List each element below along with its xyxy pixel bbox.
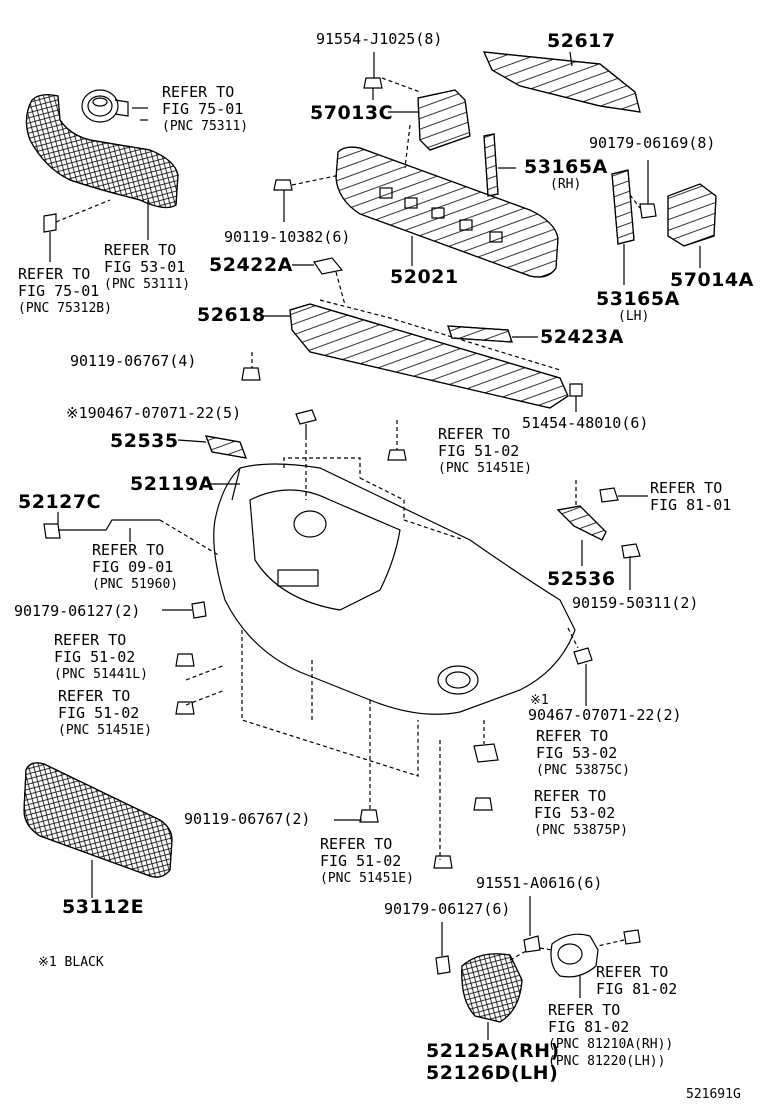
part-label: 90179-06127(2) bbox=[14, 602, 141, 620]
upper-grille-icon bbox=[25, 94, 179, 209]
clip-icon bbox=[43, 213, 57, 233]
bolt-icon bbox=[599, 487, 619, 503]
fog-lamp-icon bbox=[550, 933, 599, 978]
legend-note: ※1 BLACK bbox=[38, 955, 104, 970]
bolt-icon bbox=[433, 855, 453, 869]
bracket-52617-icon bbox=[483, 51, 641, 113]
figure-id: 521691G bbox=[686, 1087, 741, 1102]
retainer-52422a-icon bbox=[313, 257, 344, 275]
part-note: (LH) bbox=[618, 309, 650, 324]
bolt-icon bbox=[621, 543, 641, 559]
part-label: 53165A bbox=[596, 288, 680, 310]
part-label: 52119A bbox=[130, 473, 214, 495]
part-label: 90119-10382(6) bbox=[224, 228, 351, 246]
bolt-icon bbox=[523, 935, 541, 953]
bracket-52536-icon bbox=[556, 505, 607, 541]
part-label: 57014A bbox=[670, 269, 754, 291]
bolt-icon bbox=[175, 701, 195, 715]
part-label: 90119-06767(2) bbox=[184, 810, 311, 828]
cap-52127c-icon bbox=[43, 523, 61, 539]
part-label: 52423A bbox=[540, 326, 624, 348]
part-label: 91551-A0616(6) bbox=[476, 874, 603, 892]
part-label: 52535 bbox=[110, 430, 179, 452]
retainer-52423a-icon bbox=[447, 325, 513, 343]
nut-icon bbox=[435, 955, 451, 975]
part-label: 52125A(RH) bbox=[426, 1040, 560, 1062]
bracket-57014a-icon bbox=[667, 183, 717, 247]
absorber-52021-icon bbox=[335, 146, 559, 278]
part-label: 90119-06767(4) bbox=[70, 352, 197, 370]
part-label: 57013C bbox=[310, 102, 394, 124]
bolt-icon bbox=[241, 367, 261, 381]
part-label: 52617 bbox=[547, 30, 616, 52]
bolt-icon bbox=[359, 809, 379, 823]
black-mark: ※1 bbox=[530, 693, 549, 708]
part-label: 52127C bbox=[18, 491, 102, 513]
bolt-icon bbox=[273, 179, 293, 191]
part-label: 90467-07071-22(2) bbox=[528, 706, 682, 724]
part-label: 52021 bbox=[390, 266, 459, 288]
part-label: 90179-06127(6) bbox=[384, 900, 511, 918]
part-label: 53112E bbox=[62, 896, 145, 918]
toyota-emblem-icon bbox=[81, 89, 129, 123]
part-label: 52618 bbox=[197, 304, 266, 326]
bolt-icon bbox=[473, 797, 493, 811]
strip-53165a-rh-icon bbox=[483, 133, 499, 197]
part-label: 52536 bbox=[547, 568, 616, 590]
nut-icon bbox=[639, 203, 657, 219]
part-label: 52126D(LH) bbox=[426, 1062, 559, 1084]
part-label: 90159-50311(2) bbox=[572, 594, 699, 612]
under-cover-52618-icon bbox=[289, 303, 569, 409]
part-label: 53165A bbox=[524, 156, 608, 178]
fog-bezel-icon bbox=[461, 953, 523, 1023]
bolt-icon bbox=[175, 653, 195, 667]
clip-icon bbox=[473, 743, 499, 763]
bolt-icon bbox=[387, 449, 407, 461]
part-label: 90179-06169(8) bbox=[589, 134, 716, 152]
strip-53165a-lh-icon bbox=[611, 169, 635, 245]
screw-icon bbox=[573, 647, 593, 665]
bracket-57013c-icon bbox=[417, 89, 471, 151]
part-label: 52422A bbox=[209, 254, 293, 276]
bolt-icon bbox=[623, 929, 641, 945]
nut-icon bbox=[191, 601, 207, 619]
clip-icon bbox=[569, 383, 583, 397]
lower-grille-53112e-icon bbox=[23, 762, 173, 878]
part-note: (RH) bbox=[550, 177, 582, 192]
bumper-cover-52119a-icon bbox=[213, 463, 576, 715]
part-label: 51454-48010(6) bbox=[522, 414, 649, 432]
part-label: 91554-J1025(8) bbox=[316, 30, 443, 48]
screw-icon bbox=[295, 409, 317, 436]
part-label: ※190467-07071-22(5) bbox=[66, 404, 242, 422]
bracket-52535-icon bbox=[205, 435, 247, 459]
bolt-icon bbox=[363, 77, 383, 100]
